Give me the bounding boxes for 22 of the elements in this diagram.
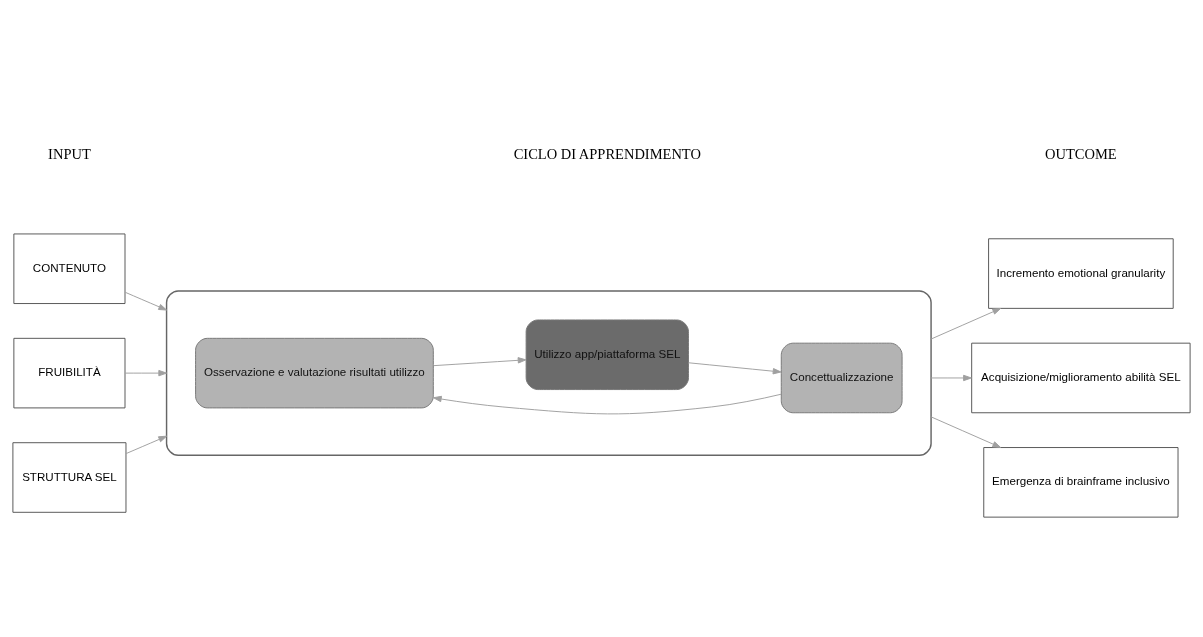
arrow	[124, 369, 168, 376]
node-box: Incremento emotional granularity	[988, 237, 1174, 309]
node-box: FRUIBILITÀ	[13, 337, 126, 408]
label: INPUT	[48, 145, 91, 162]
arrow	[930, 415, 1002, 448]
label: OUTCOME	[1045, 145, 1117, 162]
arrow	[125, 435, 168, 454]
arrow	[433, 356, 527, 366]
node-box: STRUTTURA SEL	[12, 441, 127, 513]
arrow	[688, 361, 782, 374]
arrow	[433, 393, 782, 414]
arrow	[930, 307, 1002, 340]
node-box: Utilizzo app/piattaforma SEL	[525, 319, 689, 390]
node-box: Concettualizzazione	[780, 342, 903, 413]
node-box: Acquisizione/miglioramento abilità SEL	[971, 342, 1191, 413]
arrow	[930, 374, 972, 381]
cluster	[165, 289, 932, 456]
node-box: Osservazione e valutazione risultati utilizzo	[195, 337, 434, 408]
label: CICLO DI APPRENDIMENTO	[513, 145, 701, 162]
node-box: CONTENUTO	[13, 232, 126, 304]
node-box: Emergenza di brainframe inclusivo	[983, 446, 1179, 518]
arrow	[124, 291, 168, 311]
